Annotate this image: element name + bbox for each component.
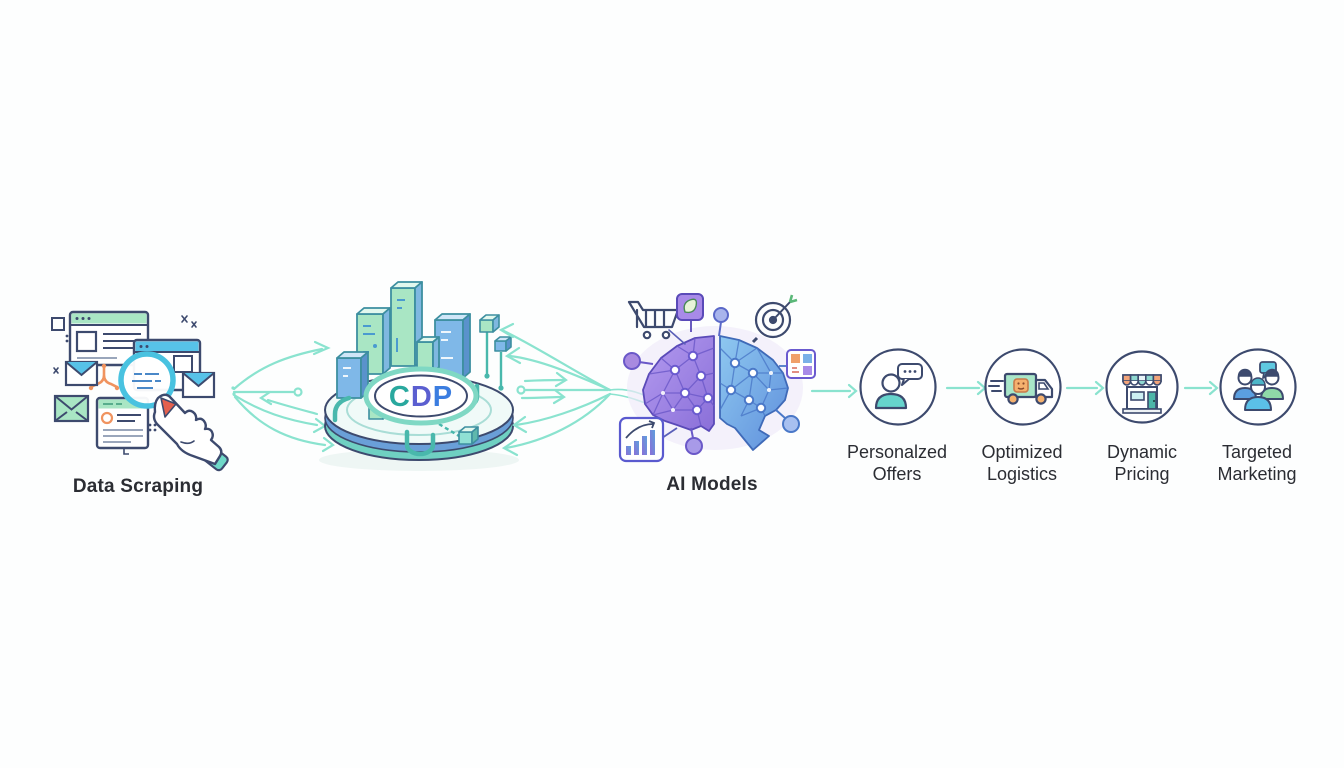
outcome-label-line2: Marketing bbox=[1217, 464, 1297, 484]
network-node-icon bbox=[623, 307, 800, 455]
envelope-icon bbox=[53, 394, 90, 423]
outcome-personalized-offers bbox=[859, 348, 937, 426]
sparkle-icon bbox=[51, 315, 197, 374]
magnifier-icon bbox=[118, 351, 176, 409]
browser-window-icon bbox=[68, 310, 150, 367]
flow-arrow-logistics-to-pricing bbox=[1065, 380, 1105, 396]
flow-arrows-scraping-to-cdp bbox=[231, 340, 335, 453]
outcome-label-dynamic-pricing: Dynamic Pricing bbox=[1077, 441, 1207, 485]
envelope-icon bbox=[64, 360, 99, 387]
stage-label-ai-models: AI Models bbox=[666, 474, 758, 495]
grid-window-icon bbox=[779, 349, 816, 379]
hand-cursor-icon bbox=[152, 393, 229, 472]
bar-chart-icon bbox=[618, 416, 678, 463]
people-group-icon bbox=[1233, 361, 1284, 411]
profile-card-icon bbox=[95, 396, 150, 455]
pipe-icon bbox=[438, 422, 460, 438]
outcome-label-line2: Offers bbox=[872, 464, 922, 484]
target-dart-icon bbox=[751, 294, 798, 344]
outcome-label-line1: Optimized bbox=[981, 442, 1063, 462]
cdp-badge: CDP bbox=[363, 366, 479, 426]
flow-arrow-ai-to-offers bbox=[810, 383, 858, 399]
cdp-badge-text: CDP bbox=[389, 381, 453, 413]
outcome-targeted-marketing bbox=[1219, 348, 1297, 426]
pointer-triangle-icon bbox=[160, 397, 177, 418]
outcome-label-line2: Pricing bbox=[1114, 464, 1170, 484]
server-tower-icon bbox=[336, 281, 471, 399]
outcome-dynamic-pricing bbox=[1105, 350, 1179, 424]
stage-label-data-scraping: Data Scraping bbox=[72, 476, 204, 497]
brain-network-icon bbox=[642, 335, 789, 451]
storefront-icon bbox=[1122, 374, 1162, 414]
outcome-label-line2: Logistics bbox=[986, 464, 1058, 484]
outcome-label-targeted-marketing: Targeted Marketing bbox=[1192, 441, 1322, 485]
person-chat-icon bbox=[874, 363, 923, 410]
cdp-platform-illustration: CDP bbox=[319, 281, 519, 471]
ai-models-illustration bbox=[618, 293, 816, 463]
outcome-label-personalized-offers: Personalzed Offers bbox=[832, 441, 962, 485]
outcome-label-optimized-logistics: Optimized Logistics bbox=[957, 441, 1087, 485]
envelope-icon bbox=[181, 371, 216, 399]
outcome-label-line1: Targeted bbox=[1221, 442, 1293, 462]
leaf-badge-icon bbox=[676, 293, 704, 332]
flow-arrow-pricing-to-marketing bbox=[1183, 380, 1219, 396]
delivery-truck-icon bbox=[988, 372, 1054, 405]
data-scraping-illustration bbox=[51, 310, 229, 472]
outcome-label-line1: Dynamic bbox=[1106, 442, 1177, 462]
outcome-optimized-logistics bbox=[984, 348, 1062, 426]
outcome-label-line1: Personalzed bbox=[846, 442, 948, 462]
